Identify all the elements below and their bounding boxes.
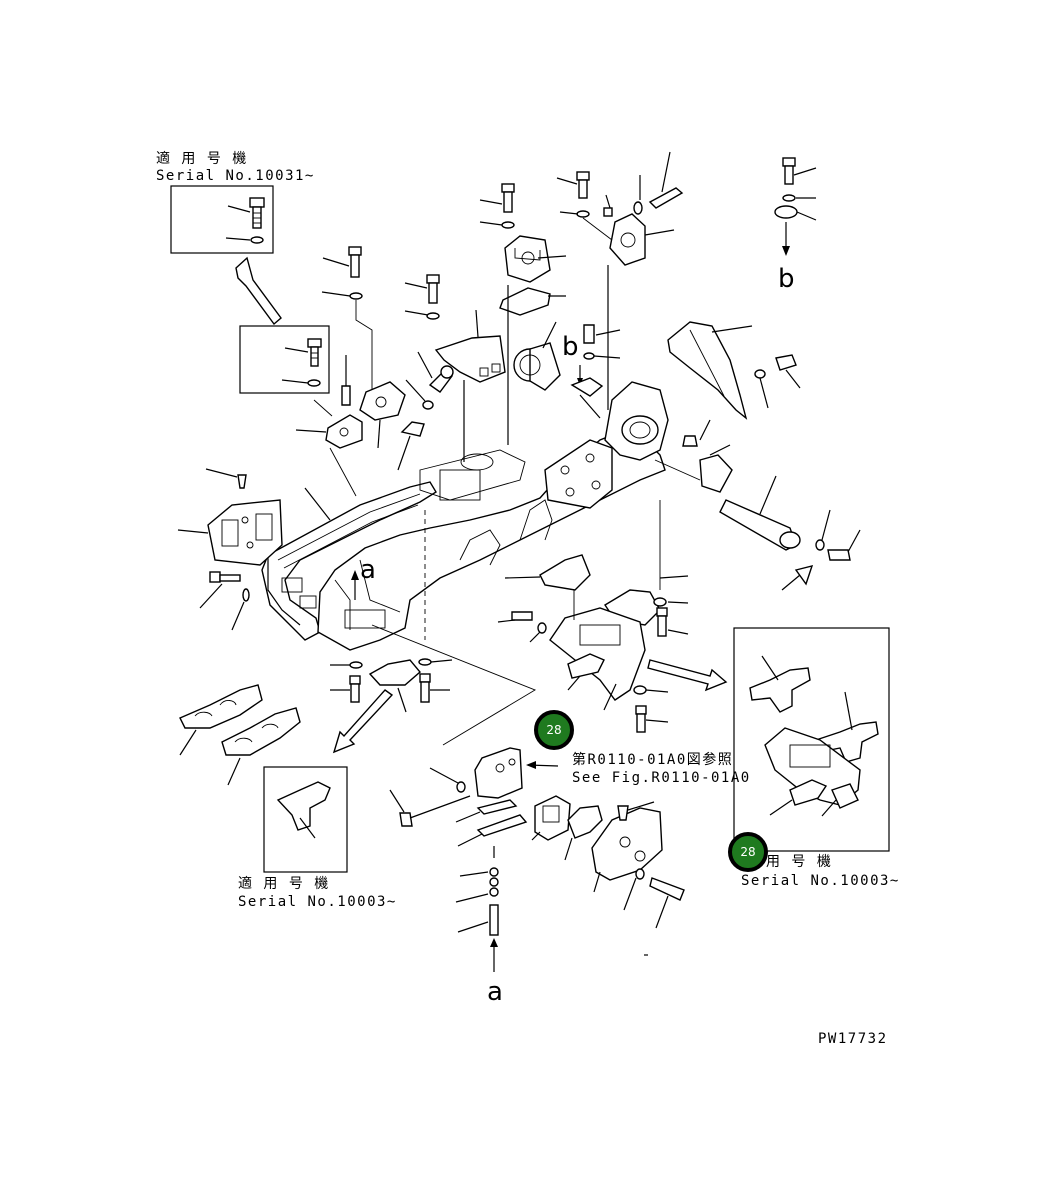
reference-note-jp: 第R0110-01A0図参照	[572, 751, 733, 768]
bolt-bearing-center	[479, 183, 567, 445]
lower-bracket-cluster	[330, 510, 453, 754]
callout-badge-right-label: 28	[740, 845, 755, 859]
inset-top-left-serial: Serial No.10031~	[156, 168, 315, 184]
side-bracket-assembly	[497, 500, 728, 733]
bolt-stack-2	[397, 274, 454, 471]
inset-bolt	[225, 197, 265, 244]
inset-bolt-group	[239, 325, 330, 394]
inset-bottom-right-serial: Serial No.10003~	[741, 873, 900, 889]
arrow-to-right-inset	[647, 659, 728, 692]
side-plate-left	[177, 468, 331, 566]
inset-serial-10031: 適 用 号 機 Serial No.10031~	[156, 150, 315, 254]
inset-serial-10003-left: 適 用 号 機 Serial No.10003~	[238, 766, 397, 910]
view-arrowhead-a-frame	[351, 570, 359, 580]
inset-top-left-title-jp: 適 用 号 機	[156, 150, 248, 167]
axle-shaft	[654, 419, 861, 591]
bolt-b-detail	[570, 324, 621, 419]
inset-top-left-frame	[170, 185, 274, 254]
side-cover-right	[667, 321, 801, 420]
view-letter-b-top-right: b	[778, 264, 795, 294]
inset-serial-10003-right: 用 号 機 Serial No.10003~	[733, 627, 900, 889]
cap-detail-b	[774, 157, 817, 256]
inset-bottom-right-title-jp: 用 号 機	[766, 854, 832, 870]
drawing-id: PW17732	[818, 1031, 888, 1047]
inset-bottom-left-title-jp: 適 用 号 機	[238, 875, 330, 892]
callout-badge-right[interactable]: 28	[728, 832, 768, 872]
callout-badge-center-label: 28	[546, 723, 561, 737]
bolt-stack-1	[321, 246, 406, 449]
callout-badge-center[interactable]: 28	[534, 710, 574, 750]
track-guard-pieces	[179, 684, 301, 786]
valve-block-detail	[371, 624, 685, 972]
view-letter-b-center: b	[562, 332, 579, 362]
bolt-left-lower	[199, 571, 250, 631]
bracket-left	[295, 399, 363, 497]
inset-bottom-left-serial: Serial No.10003~	[238, 894, 397, 910]
sleeve	[513, 321, 561, 391]
view-letter-a-frame: a	[360, 555, 376, 585]
reference-note-en: See Fig.R0110-01A0	[572, 770, 751, 786]
view-letter-a-bottom: a	[487, 977, 503, 1007]
inset-pointer-arrow	[235, 256, 282, 326]
main-frame	[261, 381, 669, 651]
cover-plate	[434, 309, 506, 462]
bolt-bearing-right	[556, 151, 684, 410]
